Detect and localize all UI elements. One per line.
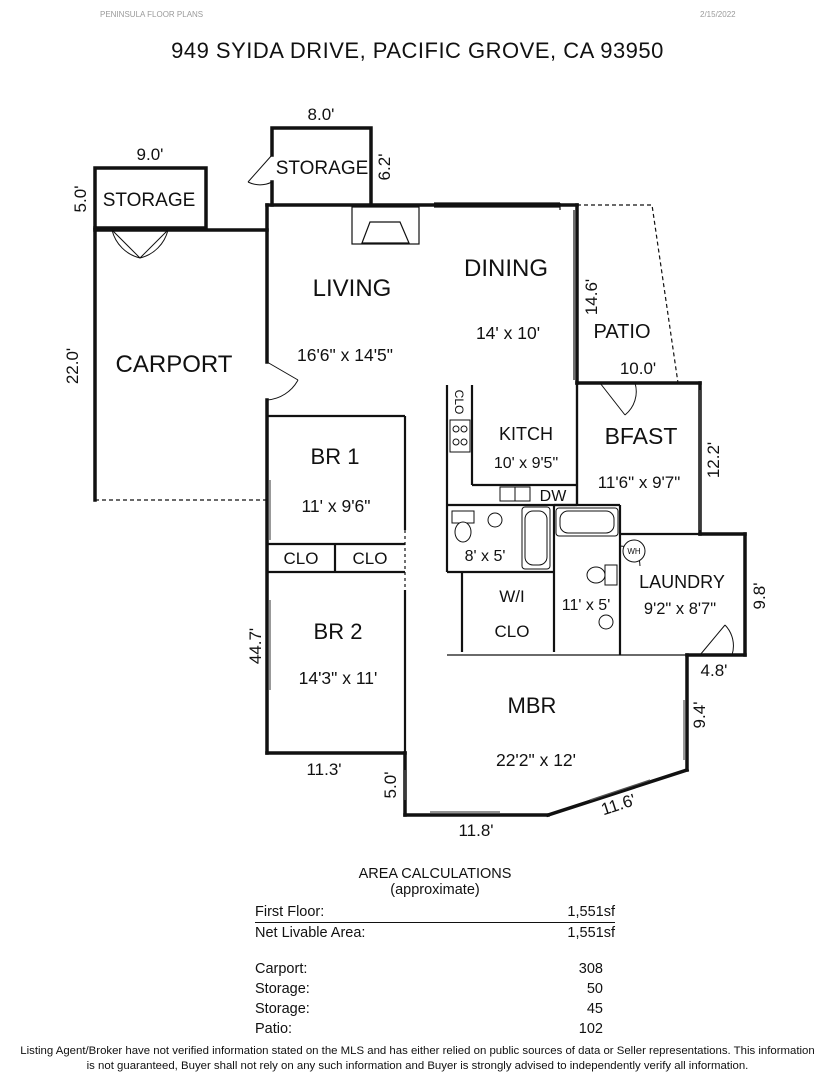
sink-icon bbox=[598, 614, 614, 630]
area-extra-row: Patio: 102 bbox=[255, 1019, 615, 1039]
area-extra-row: Carport: 308 bbox=[255, 959, 615, 979]
room-bfast: BFAST bbox=[605, 423, 678, 449]
area-row-label: Net Livable Area: bbox=[255, 925, 366, 941]
room-br2: BR 2 bbox=[314, 619, 363, 644]
dim-44-7: 44.7' bbox=[246, 628, 265, 664]
dim-22-0: 22.0' bbox=[63, 348, 82, 384]
room-clo-a: CLO bbox=[284, 549, 319, 568]
area-extra-label: Patio: bbox=[255, 1021, 293, 1037]
sink-icon bbox=[487, 512, 503, 528]
dim-11-8: 11.8' bbox=[458, 821, 493, 840]
dashed-outlines bbox=[95, 204, 679, 501]
dim-8-0: 8.0' bbox=[308, 105, 335, 124]
area-extra-value: 45 bbox=[586, 1001, 603, 1017]
disclaimer-text: Listing Agent/Broker have not verified i… bbox=[20, 1045, 815, 1072]
toilet-icon bbox=[451, 510, 475, 524]
room-wi: W/I bbox=[499, 587, 525, 606]
room-labels: STORAGE STORAGE CARPORT LIVING 16'6" x 1… bbox=[103, 158, 725, 770]
dimension-labels: 8.0' 6.2' 9.0' 5.0' 22.0' 14.6' 10.0' 12… bbox=[63, 105, 769, 840]
area-calculations: AREA CALCULATIONS (approximate) First Fl… bbox=[255, 866, 615, 1039]
room-laundry-size: 9'2" x 8'7" bbox=[644, 600, 716, 618]
area-extra-value: 102 bbox=[578, 1021, 603, 1037]
dim-4-8: 4.8' bbox=[701, 661, 728, 680]
dim-9-4: 9.4' bbox=[690, 702, 709, 729]
room-mbr-size: 22'2" x 12' bbox=[496, 750, 576, 770]
area-extra-row: Storage: 50 bbox=[255, 979, 615, 999]
date-label: 2/15/2022 bbox=[700, 10, 736, 19]
dim-9-0: 9.0' bbox=[137, 145, 164, 164]
room-mbr: MBR bbox=[508, 693, 557, 718]
exterior-walls bbox=[93, 126, 747, 818]
room-br1: BR 1 bbox=[311, 444, 360, 469]
interior-thin-lines bbox=[269, 202, 740, 813]
area-extra-value: 50 bbox=[586, 981, 603, 997]
room-kitch: KITCH bbox=[499, 424, 553, 444]
room-br1-size: 11' x 9'6" bbox=[301, 496, 370, 516]
water-heater-icon bbox=[622, 539, 646, 563]
room-br2-size: 14'3" x 11' bbox=[299, 668, 378, 688]
area-subtitle: (approximate) bbox=[390, 882, 480, 898]
room-bath2-size: 11' x 5' bbox=[562, 597, 611, 614]
clo-kitchen: CLO bbox=[452, 390, 466, 415]
room-kitch-size: 10' x 9'5" bbox=[494, 455, 558, 472]
dim-5-0-top: 5.0' bbox=[71, 186, 90, 213]
fixtures bbox=[449, 419, 646, 630]
room-dining-size: 14' x 10' bbox=[476, 323, 540, 343]
interior-walls bbox=[267, 383, 700, 753]
dim-12-2: 12.2' bbox=[704, 442, 723, 478]
area-row-value: 1,551sf bbox=[567, 925, 615, 941]
brand-label: PENINSULA FLOOR PLANS bbox=[100, 10, 204, 19]
area-extra-row: Storage: 45 bbox=[255, 999, 615, 1019]
area-row-label: First Floor: bbox=[255, 904, 325, 920]
room-storage-2: STORAGE bbox=[276, 158, 369, 179]
door-swings bbox=[111, 154, 734, 656]
room-living: LIVING bbox=[313, 275, 392, 302]
room-dining: DINING bbox=[464, 255, 548, 282]
area-extra-label: Storage: bbox=[255, 1001, 310, 1017]
page-title: 949 SYIDA DRIVE, PACIFIC GROVE, CA 93950 bbox=[171, 38, 664, 63]
dim-10-0: 10.0' bbox=[620, 359, 656, 378]
area-extra-label: Carport: bbox=[255, 961, 308, 977]
toilet-icon bbox=[604, 564, 618, 586]
area-row-value: 1,551sf bbox=[567, 904, 615, 920]
room-patio: PATIO bbox=[593, 321, 650, 343]
room-laundry: LAUNDRY bbox=[639, 572, 725, 592]
dim-14-6: 14.6' bbox=[582, 279, 601, 315]
water-heater-label: WH bbox=[627, 547, 641, 556]
room-storage-1: STORAGE bbox=[103, 190, 196, 211]
area-row: First Floor: 1,551sf bbox=[255, 902, 615, 923]
floor-plan: STORAGE STORAGE CARPORT LIVING 16'6" x 1… bbox=[63, 105, 769, 840]
dim-11-3: 11.3' bbox=[306, 760, 341, 779]
dim-5-0-bottom: 5.0' bbox=[381, 772, 400, 799]
area-extra-label: Storage: bbox=[255, 981, 310, 997]
dim-6-2: 6.2' bbox=[375, 154, 394, 181]
area-row: Net Livable Area: 1,551sf bbox=[255, 923, 615, 943]
room-bfast-size: 11'6" x 9'7" bbox=[598, 473, 681, 492]
room-bath1-size: 8' x 5' bbox=[465, 548, 506, 565]
room-carport: CARPORT bbox=[116, 351, 233, 378]
stove-icon bbox=[449, 419, 471, 453]
area-extra-value: 308 bbox=[578, 961, 603, 977]
room-clo-b: CLO bbox=[353, 549, 388, 568]
area-title: AREA CALCULATIONS bbox=[358, 866, 512, 882]
room-living-size: 16'6" x 14'5" bbox=[297, 345, 393, 365]
fireplace-icon bbox=[351, 206, 420, 245]
dim-9-8: 9.8' bbox=[750, 583, 769, 610]
room-dw: DW bbox=[540, 488, 568, 505]
room-wi-clo: CLO bbox=[495, 622, 530, 641]
